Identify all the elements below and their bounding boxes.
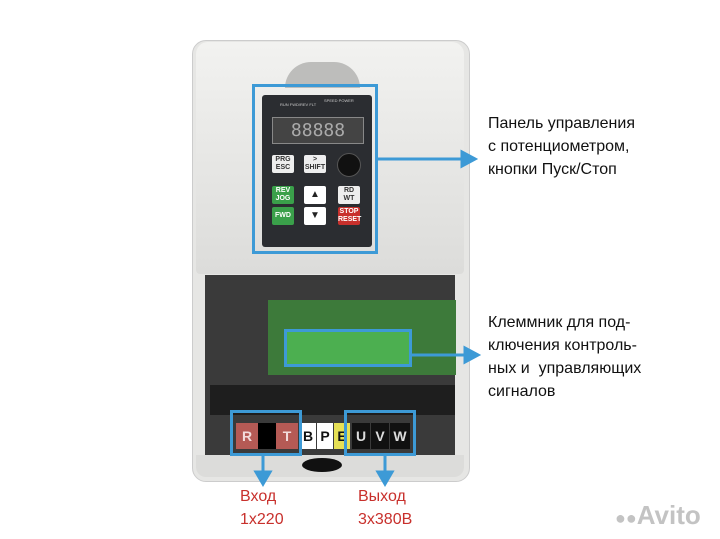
indicator-labels: RUN FWD/REV FLT: [280, 102, 317, 107]
fwd-key[interactable]: FWD: [272, 207, 294, 225]
terminal-v: V: [371, 423, 389, 449]
avito-logo-icon: ●●: [615, 508, 637, 528]
cover-tab: [285, 62, 360, 88]
terminal-annotation: Клеммник для под- ключения контроль- ных…: [488, 314, 642, 400]
terminal-b: B: [300, 423, 316, 449]
up-key[interactable]: ▲: [304, 186, 326, 204]
terminal-w: W: [390, 423, 410, 449]
panel-highlight: [252, 84, 378, 254]
cable-gland: [302, 458, 342, 472]
shift-key[interactable]: >SHIFT: [304, 155, 326, 173]
potentiometer-knob[interactable]: [337, 153, 361, 177]
input-highlight: [230, 410, 302, 456]
terminal-blank: [258, 423, 276, 449]
input-label: Вход 1x220: [240, 488, 284, 528]
led-display: 88888: [272, 117, 364, 144]
terminal-r: R: [236, 423, 258, 449]
terminal-t: T: [276, 423, 298, 449]
terminal-p: P: [317, 423, 333, 449]
indicator-labels-2: SPEED POWER: [324, 98, 354, 103]
terminal-highlight: [284, 329, 412, 367]
down-key[interactable]: ▼: [304, 207, 326, 225]
avito-watermark: ●●Avito: [615, 500, 701, 530]
output-label: Выход 3x380В: [358, 488, 413, 528]
output-highlight: [344, 410, 416, 456]
panel-annotation: Панель управления с потенциометром, кноп…: [488, 115, 635, 178]
terminal-u: U: [352, 423, 370, 449]
